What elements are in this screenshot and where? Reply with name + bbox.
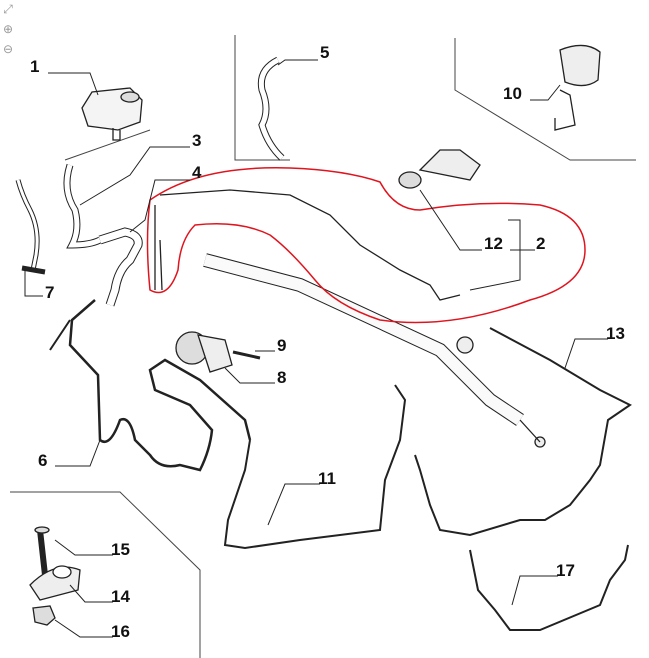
reservoir-part [81, 87, 143, 141]
highlight-outline [146, 167, 586, 324]
callout-15[interactable]: 15 [111, 540, 130, 559]
clamp-parts [29, 526, 81, 626]
callout-12[interactable]: 12 [484, 234, 503, 253]
callout-1[interactable]: 1 [30, 57, 40, 76]
callout-9[interactable]: 9 [277, 336, 287, 355]
callout-8[interactable]: 8 [277, 368, 287, 387]
callout-13[interactable]: 13 [606, 324, 625, 343]
expand-icon[interactable]: ⤢ [3, 2, 13, 16]
callout-11[interactable]: 11 [318, 469, 336, 488]
zoom-in-icon[interactable]: ⊕ [2, 22, 14, 36]
callout-17[interactable]: 17 [556, 561, 575, 580]
callout-14[interactable]: 14 [111, 587, 130, 606]
callout-6[interactable]: 6 [38, 451, 48, 470]
leader-lines [24, 59, 608, 638]
callout-5[interactable]: 5 [320, 43, 330, 62]
pump-part [175, 331, 261, 373]
callout-4[interactable]: 4 [192, 163, 202, 182]
callout-7[interactable]: 7 [45, 283, 55, 302]
bracket-part [554, 44, 601, 131]
callout-16[interactable]: 16 [111, 622, 130, 641]
sensor-part [398, 149, 481, 189]
callout-10[interactable]: 10 [503, 84, 522, 103]
section-dividers [10, 35, 636, 658]
steering-rack [203, 253, 546, 448]
callout-3[interactable]: 3 [192, 131, 202, 150]
callout-2[interactable]: 2 [536, 234, 546, 253]
zoom-out-icon[interactable]: ⊖ [2, 42, 14, 56]
